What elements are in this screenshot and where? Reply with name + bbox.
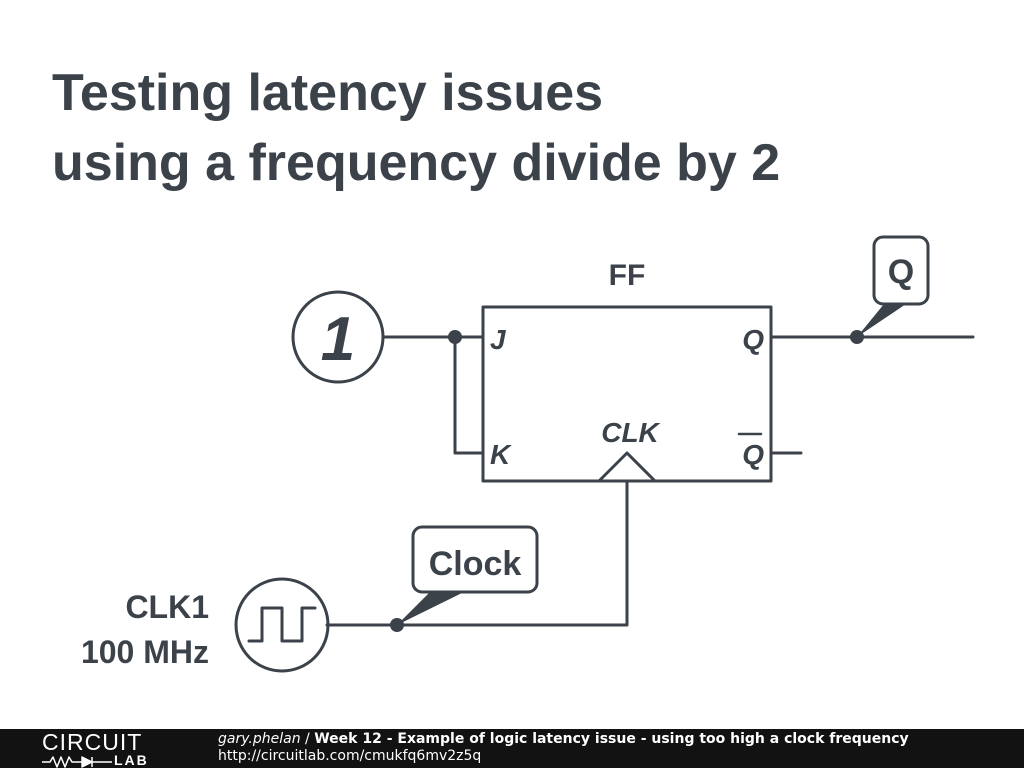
credit-separator: /	[300, 731, 315, 747]
tag-q-text: Q	[888, 253, 914, 291]
junction-dot-j	[448, 330, 462, 344]
wire-clock	[325, 479, 629, 627]
square-wave-icon	[247, 606, 317, 643]
pin-k-label: K	[490, 439, 512, 470]
author-link[interactable]: gary.phelan	[218, 731, 301, 747]
clk-input-triangle	[597, 451, 657, 483]
circuit-description: Week 12 - Example of logic latency issue…	[314, 731, 909, 747]
clock-source-circle	[234, 577, 330, 673]
credit-block: gary.phelan / Week 12 - Example of logic…	[218, 731, 909, 765]
tag-clock-pointer	[397, 592, 464, 625]
ff-label: FF	[609, 259, 646, 292]
clock-source-frequency: 100 MHz	[81, 634, 209, 670]
wire-j-to-k	[453, 335, 485, 455]
pin-clk-label: CLK	[601, 417, 660, 448]
circuit-url-link[interactable]: http://circuitlab.com/cmukfq6mv2z5q	[218, 748, 482, 764]
constant-value: 1	[321, 305, 355, 374]
clock-source-name: CLK1	[125, 589, 209, 625]
logo-text-circuit: CIRCUIT	[42, 729, 143, 755]
tag-clock-box	[411, 525, 539, 594]
pin-q-label: Q	[742, 324, 764, 355]
title-line-2: using a frequency divide by 2	[52, 134, 781, 192]
resistor-diode-icon	[42, 756, 112, 768]
page-title: Testing latency issues using a frequency…	[52, 58, 780, 198]
footer-bar: CIRCUIT LAB gary.phelan / Week 12 - Exam…	[0, 729, 1024, 768]
pin-j-label: J	[490, 324, 507, 355]
logo-text-lab: LAB	[114, 752, 149, 768]
pin-qbar-label: Q	[742, 439, 764, 470]
title-line-1: Testing latency issues	[52, 64, 604, 122]
schematic: FF J K CLK Q Q 1 Q Clock CLK1 100 MHz	[81, 235, 975, 673]
tag-q-pointer	[857, 304, 906, 337]
circuitlab-logo[interactable]: CIRCUIT LAB	[42, 729, 182, 768]
tag-clock-text: Clock	[429, 545, 522, 583]
